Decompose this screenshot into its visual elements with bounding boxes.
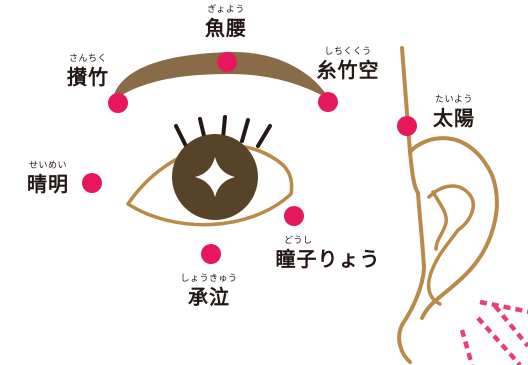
label-seimei: せいめい 晴明 [14,161,82,196]
shichikukuu-dot [318,92,338,112]
taiyou-dot [397,116,417,136]
furigana: さんちく [68,54,107,64]
sanchiku-dot [108,93,128,113]
point-name: 魚腰 [205,16,247,40]
point-name: 攅竹 [67,65,109,89]
point-name: 承泣 [188,285,230,309]
point-name: 太陽 [433,106,475,130]
point-name: 晴明 [27,172,69,196]
acupoint-dots [82,52,417,264]
furigana: たいよう [435,95,473,105]
face-contour [397,46,426,364]
furigana: せいめい [28,161,67,171]
label-doushiryou: どうし 瞳子りょう [268,236,388,271]
point-name: 瞳子りょう [275,247,381,271]
eyelashes [174,115,272,150]
point-name: 糸竹空 [316,58,380,82]
hair-stripes [459,299,528,365]
label-shoukyuu: しょうきゅう 承泣 [164,274,254,309]
furigana: しょうきゅう [180,274,238,284]
eyebrow [112,51,330,101]
furigana: しちくくう [324,47,372,57]
doushiryou-dot [284,206,304,226]
label-sanchiku: さんちく 攅竹 [55,54,121,89]
ear [408,136,499,320]
gyoyou-dot [217,52,237,72]
label-shichikukuu: しちくくう 糸竹空 [302,47,394,82]
ear-inner [426,184,475,306]
label-gyoyou: ぎょよう 魚腰 [191,5,261,40]
seimei-dot [82,173,102,193]
shoukyuu-dot [201,244,221,264]
furigana: どうし [284,236,313,246]
eye-highlight [195,157,235,197]
label-taiyou: たいよう 太陽 [421,95,487,130]
ear-tragus [431,190,449,251]
furigana: ぎょよう [207,5,245,15]
